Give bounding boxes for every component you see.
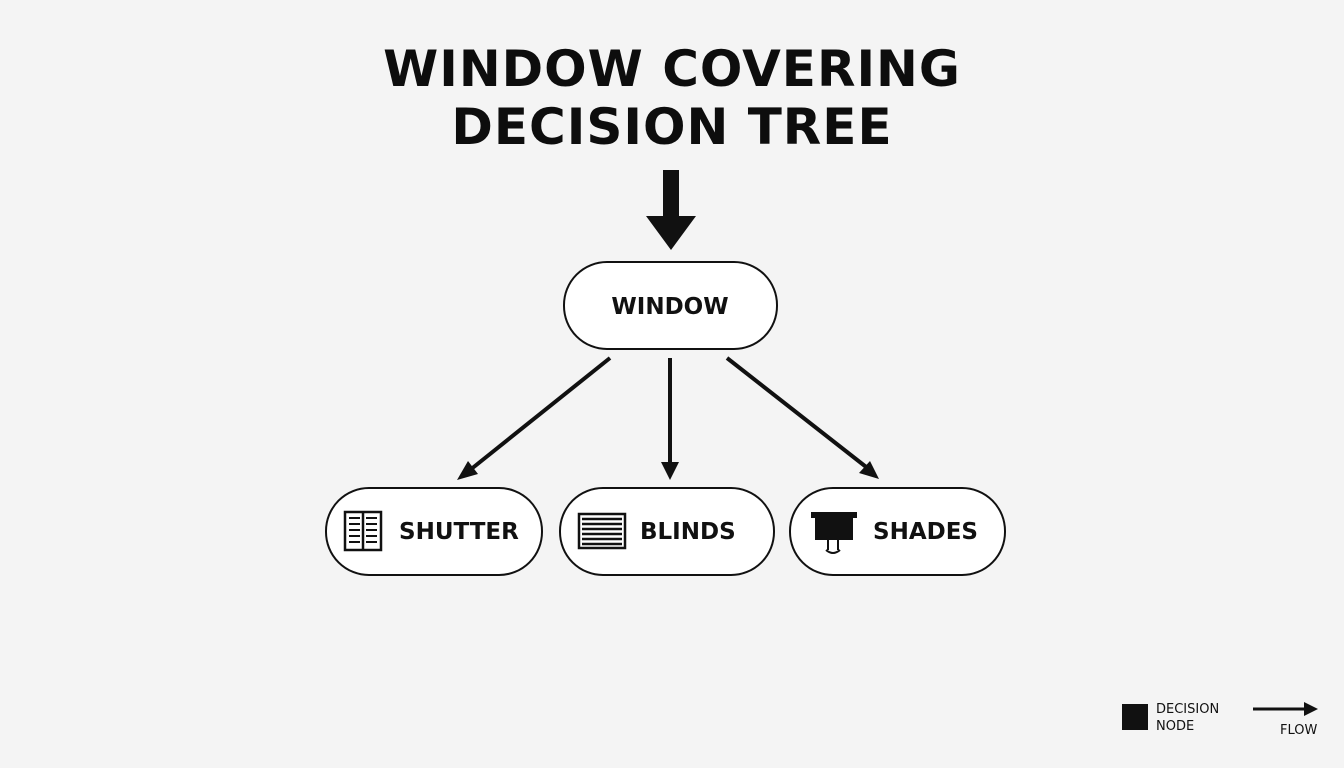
title-line-2: DECISION TREE xyxy=(451,98,893,156)
shades-icon xyxy=(811,512,857,554)
node-blinds[interactable]: BLINDS xyxy=(559,487,775,576)
branch-arrows xyxy=(457,356,879,480)
legend-flow-label: FLOW xyxy=(1280,723,1317,738)
root-node-window[interactable]: WINDOW xyxy=(563,261,778,350)
root-node-label: WINDOW xyxy=(611,294,728,320)
legend-node-label-line-2: NODE xyxy=(1156,719,1194,734)
legend-node-label-line-1: DECISION xyxy=(1156,702,1219,717)
flow-arrowhead-blinds xyxy=(661,462,679,480)
legend-decision-node: DECISION NODE xyxy=(1122,702,1219,734)
legend: DECISION NODE FLOW xyxy=(1122,702,1318,738)
flow-arrow-to-shutter xyxy=(463,356,612,476)
node-shutter[interactable]: SHUTTER xyxy=(325,487,543,576)
title-line-1: WINDOW COVERING xyxy=(383,40,961,98)
legend-node-swatch xyxy=(1122,704,1148,730)
blinds-icon xyxy=(577,512,627,550)
flow-arrowhead-shutter xyxy=(457,461,478,480)
node-shades-label: SHADES xyxy=(873,519,978,545)
node-shades[interactable]: SHADES xyxy=(789,487,1006,576)
shutter-icon xyxy=(343,510,383,552)
diagram-title: WINDOW COVERING DECISION TREE xyxy=(0,40,1344,156)
legend-flow: FLOW xyxy=(1253,702,1318,738)
node-blinds-label: BLINDS xyxy=(640,519,736,545)
flow-arrow-to-shades xyxy=(725,356,872,472)
node-shutter-label: SHUTTER xyxy=(399,519,519,545)
title-arrow xyxy=(646,170,696,250)
flow-arrowhead-shades xyxy=(859,461,879,479)
